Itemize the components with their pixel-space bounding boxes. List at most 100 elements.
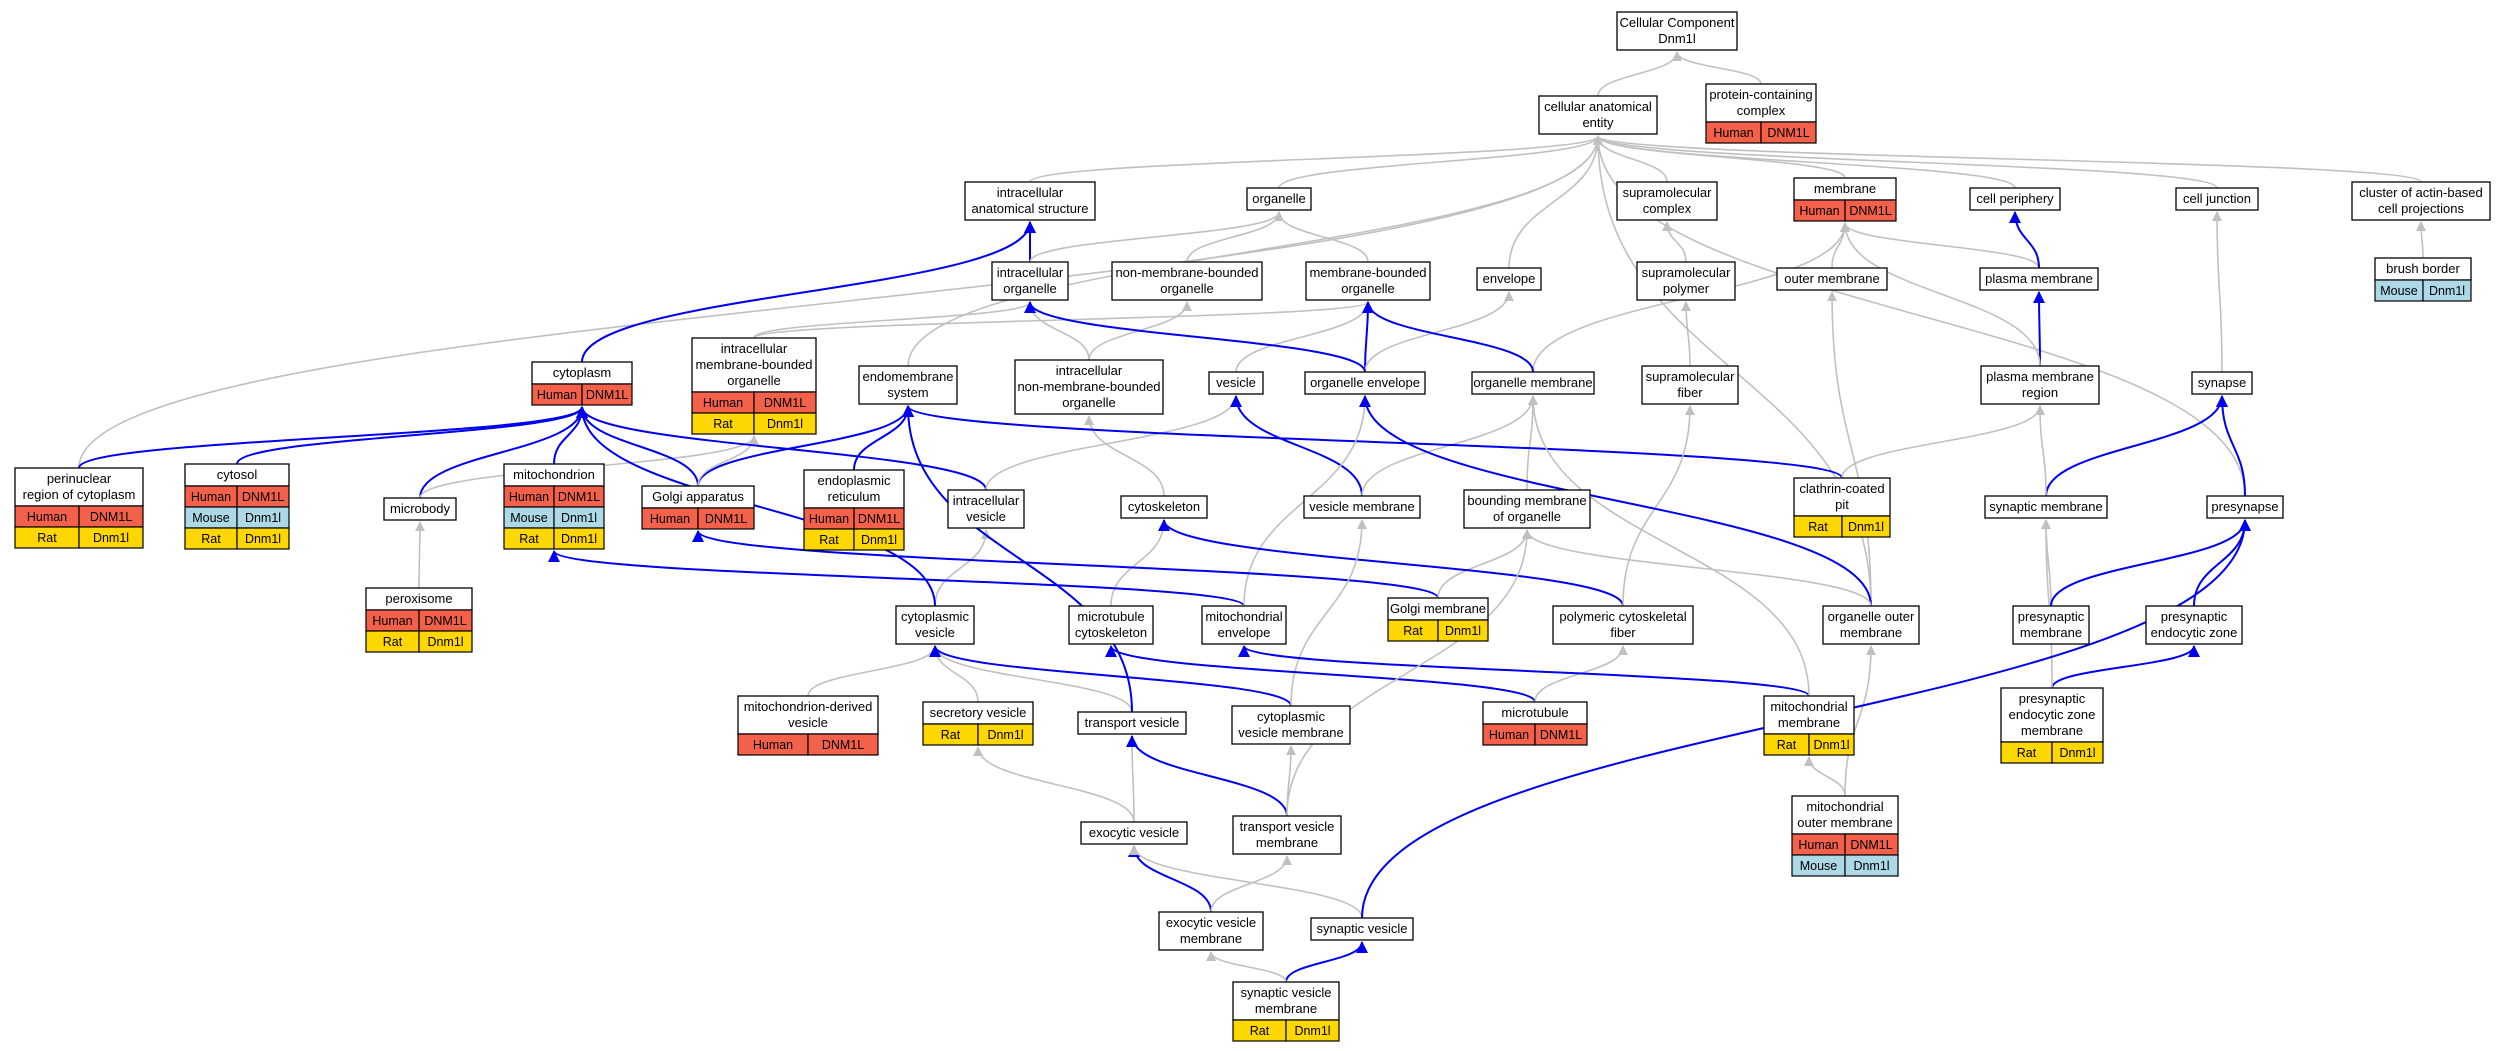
gene-symbol: Dnm1l xyxy=(767,417,803,431)
node-label: plasma membrane xyxy=(1986,369,2094,384)
node-organelle[interactable]: organelle xyxy=(1246,187,1312,211)
node-box xyxy=(2012,605,2090,645)
node-vesicle[interactable]: vesicle xyxy=(1208,371,1264,395)
node-box xyxy=(1305,261,1431,301)
node-box xyxy=(1980,365,2100,405)
node-synapse[interactable]: synapse xyxy=(2191,371,2253,395)
node-orgenv[interactable]: organelle envelope xyxy=(1304,371,1426,395)
edge-synmem-to-synapse xyxy=(2045,395,2228,497)
node-envelope[interactable]: envelope xyxy=(1476,267,1542,291)
edge-cabcp-to-cae xyxy=(1593,135,2422,183)
node-transves[interactable]: transport vesicle xyxy=(1077,711,1187,735)
species-name: Human xyxy=(650,512,690,526)
edge-perox-to-microbody xyxy=(414,521,425,589)
node-label: envelope xyxy=(1483,271,1536,286)
node-cytoskel[interactable]: cytoskeleton xyxy=(1120,495,1208,519)
gene-symbol: Dnm1l xyxy=(1445,624,1481,638)
node-box xyxy=(1969,187,2061,211)
gene-cell xyxy=(78,526,144,549)
node-inmbo[interactable]: intracellularnon-membrane-boundedorganel… xyxy=(1014,359,1164,415)
node-box xyxy=(2206,495,2284,519)
node-orgmem[interactable]: organelle membrane xyxy=(1471,371,1595,395)
edge-celljunc-to-cae xyxy=(1593,135,2218,189)
node-exoves[interactable]: exocytic vesicle xyxy=(1080,821,1188,845)
node-label: plasma membrane xyxy=(1985,271,2093,286)
edge-golgi-to-cytoplasm xyxy=(576,406,699,487)
node-presyn[interactable]: presynapse xyxy=(2206,495,2284,519)
node-label: complex xyxy=(1737,103,1786,118)
node-label: organelle outer xyxy=(1828,609,1915,624)
node-outermem[interactable]: outer membrane xyxy=(1776,267,1888,291)
gene-symbol: Dnm1l xyxy=(2429,284,2465,298)
node-box xyxy=(1014,359,1164,415)
node-label: membrane-bounded xyxy=(695,357,812,372)
species-name: Human xyxy=(27,510,67,524)
node-plasmamem[interactable]: plasma membrane xyxy=(1979,267,2099,291)
node-box xyxy=(1791,795,1899,835)
node-label: organelle xyxy=(727,373,781,388)
edges xyxy=(78,51,2427,983)
node-imbo[interactable]: intracellularmembrane-boundedorganelleHu… xyxy=(691,337,817,435)
node-vesmem[interactable]: vesicle membrane xyxy=(1303,495,1421,519)
species-name: Human xyxy=(1713,126,1753,140)
node-box xyxy=(1232,815,1342,855)
node-label: intracellular xyxy=(997,265,1064,280)
node-synves[interactable]: synaptic vesicle xyxy=(1310,917,1414,941)
node-microbody[interactable]: microbody xyxy=(383,497,457,521)
node-synmem[interactable]: synaptic membrane xyxy=(1984,495,2108,519)
node-cellperiph[interactable]: cell periphery xyxy=(1969,187,2061,211)
node-label: clathrin-coated xyxy=(1799,481,1884,496)
node-box xyxy=(1822,605,1920,645)
node-label: organelle xyxy=(1062,395,1116,410)
node-celljunc[interactable]: cell junction xyxy=(2175,187,2259,211)
species-name: Rat xyxy=(519,532,539,546)
edge-mtcyto-to-cytoskel xyxy=(1110,519,1169,607)
node-box xyxy=(1303,495,1421,519)
node-label: cytoskeleton xyxy=(1075,625,1147,640)
node-box xyxy=(1552,605,1694,645)
